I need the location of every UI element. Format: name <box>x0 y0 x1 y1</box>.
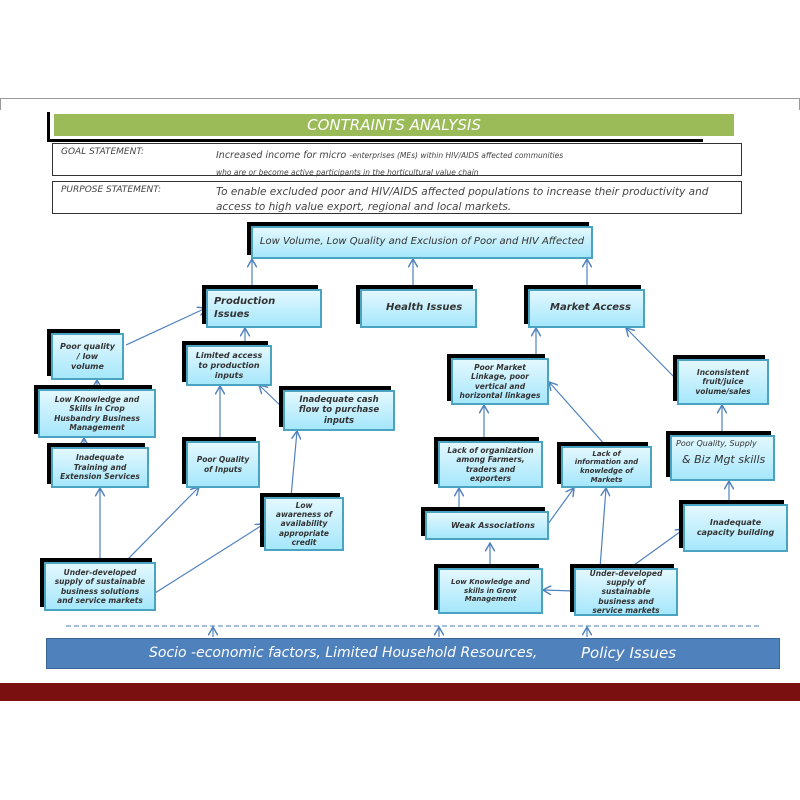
node-production-issues: Production Issues <box>206 289 322 328</box>
goal-text-2: -enterprises (MEs) within HIV/AIDS affec… <box>349 151 564 160</box>
node-market-linkage: Poor Market Linkage, poor vertical and h… <box>451 358 549 405</box>
purpose-statement: PURPOSE STATEMENT: To enable excluded po… <box>52 181 742 214</box>
policy-issues-label: Policy Issues <box>581 644 677 662</box>
node-cash-flow: Inadequate cash flow to purchase inputs <box>283 390 395 431</box>
node-health-issues: Health Issues <box>360 289 477 328</box>
node-limited-access: Limited access to production inputs <box>186 345 272 386</box>
node-low-knowledge-crop: Low Knowledge and Skills in Crop Husband… <box>38 389 156 438</box>
node-poor-inputs: Poor Quality of Inputs <box>186 441 260 488</box>
purpose-text: To enable excluded poor and HIV/AIDS aff… <box>216 186 709 213</box>
node-capacity-building: Inadequate capacity building <box>683 504 788 552</box>
node-poor-quality-supply-line2: & Biz Mgt skills <box>682 453 766 466</box>
header-shadow <box>47 112 50 142</box>
node-market-access: Market Access <box>528 289 645 328</box>
node-inconsistent-volume: Inconsistent fruit/juice volume/sales <box>677 359 769 405</box>
goal-statement: GOAL STATEMENT: Increased income for mic… <box>52 143 742 177</box>
node-poor-quality-supply: Poor Quality, Supply & Biz Mgt skills <box>670 435 775 481</box>
header-shadow <box>47 139 703 142</box>
node-poor-quality-supply-line1: Poor Quality, Supply <box>676 439 757 448</box>
node-low-awareness-credit: Low awareness of availability appropriat… <box>264 497 344 551</box>
goal-text-1: Increased income for micro <box>216 150 347 161</box>
page-title: CONTRAINTS ANALYSIS <box>54 114 734 136</box>
node-weak-associations: Weak Associations <box>425 511 549 540</box>
goal-text: Increased income for micro -enterprises … <box>216 147 563 181</box>
node-core-problem: Low Volume, Low Quality and Exclusion of… <box>251 226 593 259</box>
footer-bar <box>0 683 800 701</box>
node-poor-quality-volume: Poor quality / low volume <box>51 333 124 380</box>
node-bds-right: Under-developed supply of sustainable bu… <box>574 568 678 616</box>
root-causes-bar: Socio -economic factors, Limited Househo… <box>46 638 780 669</box>
socio-economic-label: Socio -economic factors, Limited Househo… <box>149 645 538 661</box>
goal-text-3: who are or become active participants in… <box>216 168 479 177</box>
goal-label: GOAL STATEMENT: <box>61 147 145 157</box>
node-inadequate-training: Inadequate Training and Extension Servic… <box>51 447 149 488</box>
node-lack-organization: Lack of organization among Farmers, trad… <box>438 441 543 488</box>
node-bds-left: Under-developed supply of sustainable bu… <box>44 562 156 611</box>
purpose-label: PURPOSE STATEMENT: <box>61 185 161 195</box>
node-lack-information: Lack of information and knowledge of Mar… <box>561 446 652 488</box>
node-low-knowledge-grow: Low Knowledge and skills in Grow Managem… <box>438 568 543 614</box>
